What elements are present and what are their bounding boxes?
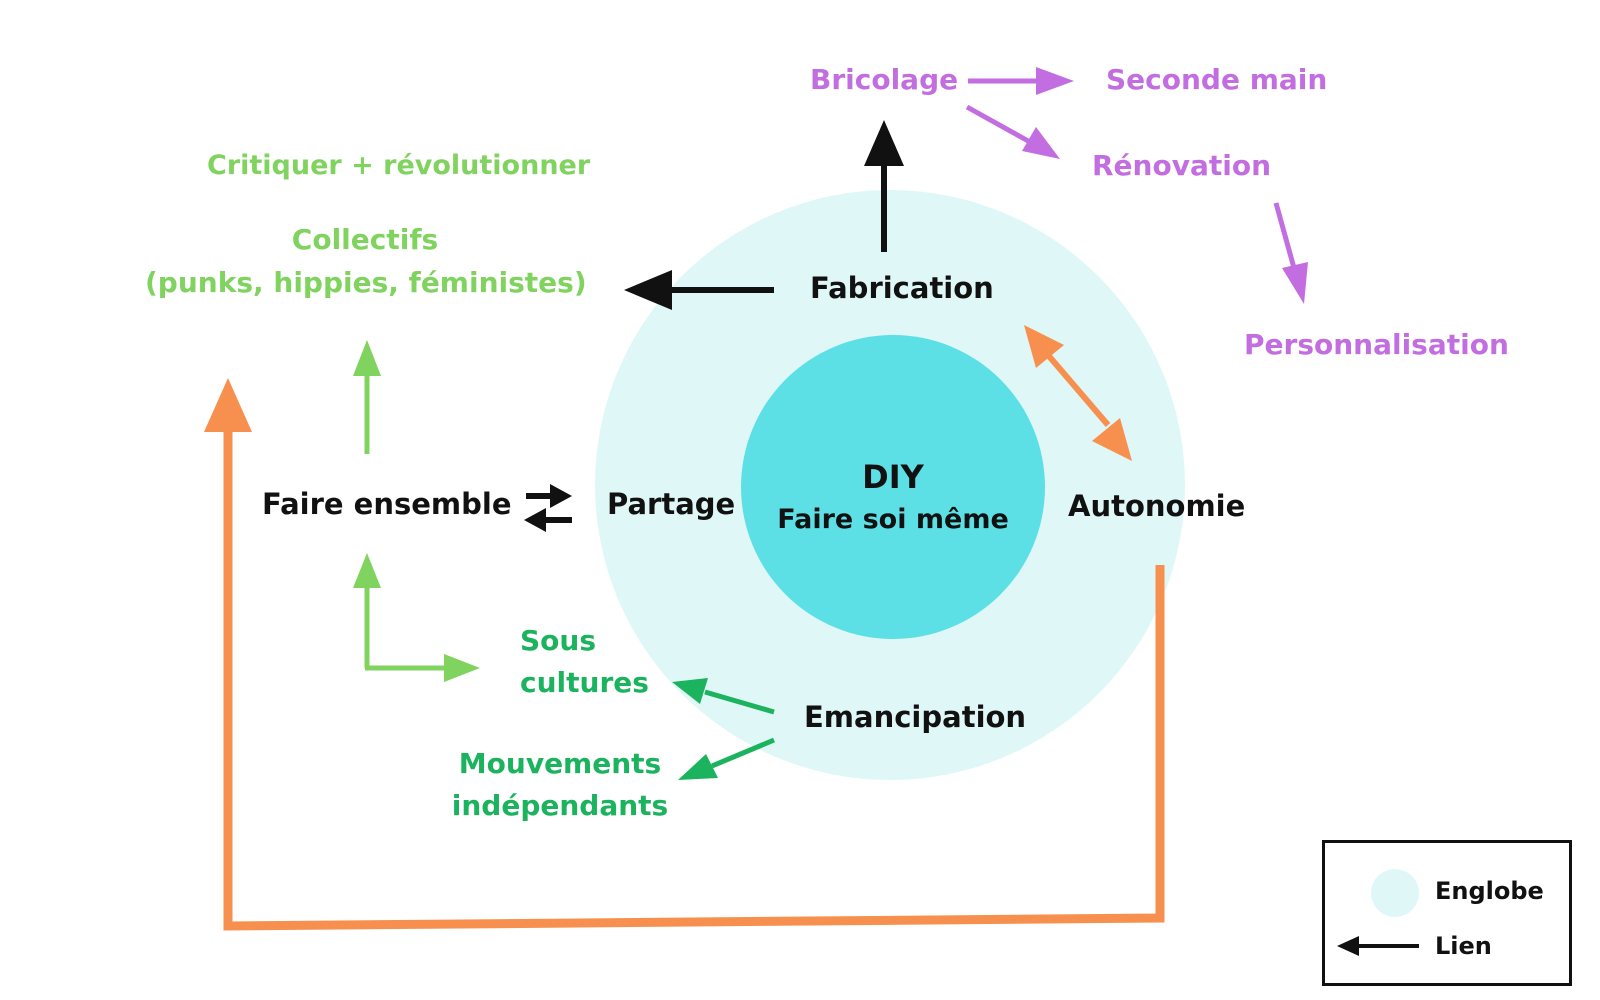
legend-lien-arrow-icon bbox=[1337, 936, 1419, 956]
arrow-autonomie-loop-to-collectifs bbox=[204, 378, 1165, 931]
diy-title: DIY bbox=[862, 458, 924, 496]
double-arrow-fabrication-autonomie bbox=[1024, 325, 1132, 461]
legend-englobe-label: Englobe bbox=[1435, 877, 1544, 905]
node-bricolage: Bricolage bbox=[810, 63, 959, 96]
node-faire-ensemble: Faire ensemble bbox=[262, 487, 512, 521]
arrow-emancipation-to-mouvements bbox=[678, 737, 775, 780]
node-seconde-main: Seconde main bbox=[1106, 63, 1328, 96]
legend-lien-label: Lien bbox=[1435, 932, 1492, 960]
node-collectifs-line2: (punks, hippies, féministes) bbox=[145, 266, 587, 299]
node-renovation: Rénovation bbox=[1092, 149, 1272, 182]
node-autonomie: Autonomie bbox=[1068, 489, 1246, 523]
arrow-faire-ensemble-to-sous-cultures bbox=[353, 553, 480, 682]
arrow-fabrication-to-bricolage bbox=[864, 120, 904, 252]
arrow-bricolage-to-renovation bbox=[965, 104, 1060, 159]
node-critiquer: Critiquer + révolutionner bbox=[207, 150, 591, 181]
node-personnalisation: Personnalisation bbox=[1244, 328, 1509, 361]
node-mouvements-line1: Mouvements bbox=[458, 747, 662, 780]
node-sous-cultures-line1: Sous bbox=[520, 624, 597, 657]
node-emancipation: Emancipation bbox=[804, 700, 1027, 734]
node-partage: Partage bbox=[607, 487, 736, 521]
node-mouvements-line2: indépendants bbox=[451, 789, 669, 822]
inner-diy-circle bbox=[741, 335, 1045, 639]
node-collectifs-line1: Collectifs bbox=[291, 223, 439, 256]
arrow-emancipation-to-sous-cultures bbox=[672, 678, 775, 715]
exchange-arrows-icon bbox=[524, 484, 572, 532]
arrow-bricolage-to-seconde-main bbox=[968, 67, 1074, 95]
legend-englobe-swatch bbox=[1371, 869, 1419, 917]
arrow-renovation-to-personnalisation bbox=[1273, 202, 1308, 304]
arrow-fabrication-to-collectifs bbox=[624, 270, 774, 310]
legend: Englobe Lien bbox=[1322, 840, 1572, 986]
node-fabrication: Fabrication bbox=[810, 271, 994, 305]
arrow-faire-ensemble-to-collectifs bbox=[353, 340, 381, 454]
diy-subtitle: Faire soi même bbox=[777, 504, 1009, 535]
node-sous-cultures-line2: cultures bbox=[520, 666, 649, 699]
